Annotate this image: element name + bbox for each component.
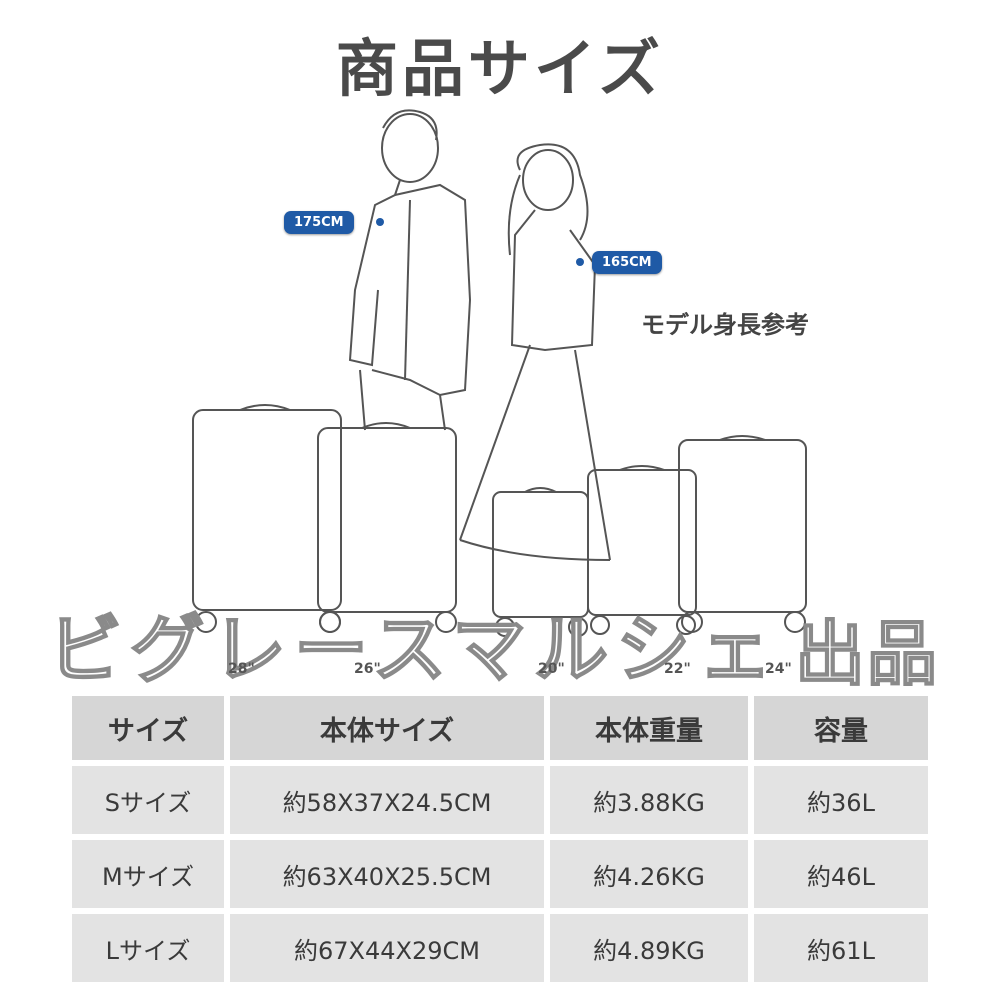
cell-weight: 約3.88KG bbox=[550, 766, 748, 834]
cell-size: Sサイズ bbox=[72, 766, 224, 834]
header-weight: 本体重量 bbox=[550, 696, 748, 760]
cell-weight: 約4.26KG bbox=[550, 840, 748, 908]
cell-capacity: 約46L bbox=[754, 840, 928, 908]
female-model-figure bbox=[459, 143, 611, 561]
size-label-22: 22" bbox=[664, 661, 691, 677]
cell-capacity: 約61L bbox=[754, 914, 928, 982]
size-label-26: 26" bbox=[354, 661, 381, 677]
size-label-20: 20" bbox=[538, 661, 565, 677]
watermark-suffix: 出品 bbox=[794, 612, 939, 696]
size-label-24: 24" bbox=[765, 661, 792, 677]
watermark-text: ビグレースマルシェ bbox=[47, 606, 781, 694]
suitcase-24 bbox=[678, 435, 807, 633]
cell-body-size: 約58X37X24.5CM bbox=[230, 766, 544, 834]
size-label-28: 28" bbox=[228, 661, 255, 677]
suitcase-26 bbox=[317, 422, 457, 633]
table-row: Lサイズ 約67X44X29CM 約4.89KG 約61L bbox=[72, 914, 928, 982]
female-height-badge: 165CM bbox=[592, 251, 662, 274]
male-height-badge: 175CM bbox=[284, 211, 354, 234]
table-row: Sサイズ 約58X37X24.5CM 約3.88KG 約36L bbox=[72, 766, 928, 834]
suitcase-22 bbox=[587, 465, 697, 635]
cell-capacity: 約36L bbox=[754, 766, 928, 834]
male-model-figure bbox=[348, 109, 472, 431]
suitcase-28 bbox=[192, 404, 342, 633]
size-spec-table: サイズ 本体サイズ 本体重量 容量 Sサイズ 約58X37X24.5CM 約3.… bbox=[66, 690, 934, 988]
cell-size: Lサイズ bbox=[72, 914, 224, 982]
table-header-row: サイズ 本体サイズ 本体重量 容量 bbox=[72, 696, 928, 760]
header-capacity: 容量 bbox=[754, 696, 928, 760]
model-height-note: モデル身長参考 bbox=[641, 311, 809, 339]
cell-weight: 約4.89KG bbox=[550, 914, 748, 982]
table-row: Mサイズ 約63X40X25.5CM 約4.26KG 約46L bbox=[72, 840, 928, 908]
cell-body-size: 約67X44X29CM bbox=[230, 914, 544, 982]
model-illustration bbox=[192, 109, 807, 637]
header-body-size: 本体サイズ bbox=[230, 696, 544, 760]
header-size: サイズ bbox=[72, 696, 224, 760]
cell-size: Mサイズ bbox=[72, 840, 224, 908]
page-title: 商品サイズ bbox=[335, 32, 665, 105]
cell-body-size: 約63X40X25.5CM bbox=[230, 840, 544, 908]
